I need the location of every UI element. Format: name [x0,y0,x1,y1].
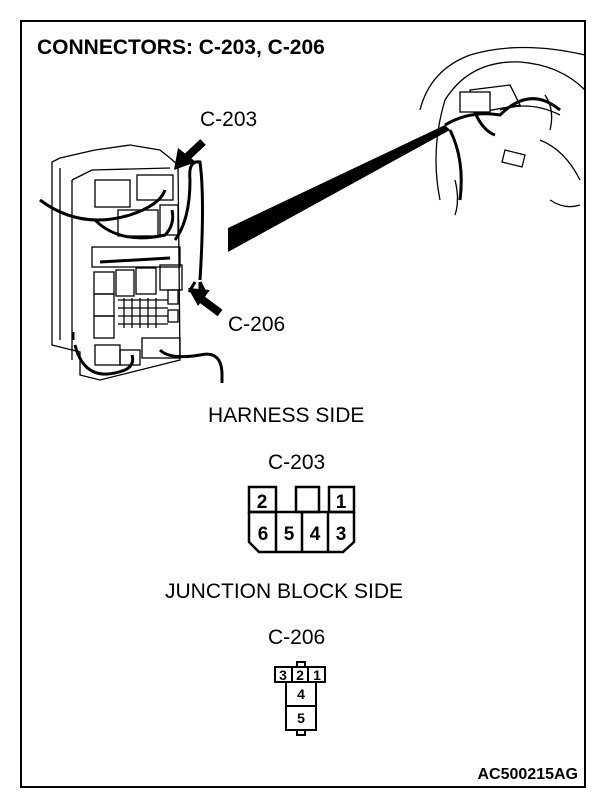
arrow-c206 [188,288,223,317]
wiring-harness [39,160,224,383]
page-title: CONNECTORS: C-203, C-206 [37,36,325,59]
connector-c206-face [274,661,326,736]
pin-4: 4 [297,686,305,702]
pin-1: 1 [313,667,321,683]
pin-5: 5 [297,710,305,726]
dash-harness [444,97,561,201]
callout-c203: C-203 [200,108,258,131]
pin-4: 4 [310,524,321,545]
pin-6: 6 [258,524,269,545]
figure-frame [20,20,586,788]
connector-c203-face [247,485,356,554]
arrow-c203 [174,139,206,170]
pin-3: 3 [336,524,347,545]
pin-2: 2 [296,667,304,683]
junction-block-side-heading: JUNCTION BLOCK SIDE [165,580,404,603]
junction-block-side-connector-label: C-206 [268,626,326,649]
pin-3: 3 [279,667,287,683]
pin-2: 2 [257,492,268,513]
figure-code: AC500215AG [477,766,579,783]
callout-c206: C-206 [228,313,286,336]
pin-1: 1 [336,492,347,513]
dashboard-sketch [419,46,586,216]
pin-5: 5 [284,524,295,545]
harness-side-connector-label: C-203 [268,451,326,474]
harness-side-heading: HARNESS SIDE [208,404,365,427]
location-pointer [228,125,450,252]
